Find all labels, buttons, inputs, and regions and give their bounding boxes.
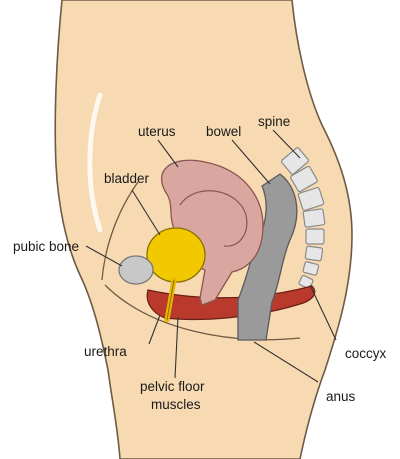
coccyx-bone <box>298 274 314 290</box>
pelvic-floor-label-line2: muscles <box>151 397 201 412</box>
pubic-bone <box>118 255 154 285</box>
bladder <box>146 227 206 283</box>
groin-fold-line <box>101 181 139 281</box>
coccyx-leader <box>309 284 337 341</box>
uterus <box>161 159 264 306</box>
vertebra <box>281 147 309 175</box>
vertebra <box>304 245 324 262</box>
leader-lines <box>85 129 337 383</box>
uterus-cavity <box>179 190 248 247</box>
spine <box>281 147 326 290</box>
bowel-leader <box>231 139 271 185</box>
bowel-label: bowel <box>206 124 241 139</box>
uterus-label: uterus <box>138 124 176 139</box>
vertebra <box>297 186 325 212</box>
vertebra <box>302 261 320 276</box>
coccyx-label: coccyx <box>345 346 387 361</box>
bladder-leader <box>131 189 161 236</box>
spine-label: spine <box>258 114 290 129</box>
pubic-bone-leader <box>85 245 123 267</box>
uterus-leader <box>157 139 179 168</box>
pelvic-floor-leader <box>174 316 179 379</box>
bladder-label: bladder <box>104 171 150 186</box>
skin-highlight <box>87 92 103 233</box>
spine-leader <box>272 129 301 159</box>
anus-label: anus <box>326 389 356 404</box>
anus-leader <box>253 341 319 383</box>
urethra-tube-outline <box>166 279 175 321</box>
urethra-leader <box>148 314 161 345</box>
pelvic-floor-label-line1: pelvic floor <box>140 379 205 394</box>
pubic-bone-label: pubic bone <box>13 239 79 254</box>
vertebra <box>302 208 326 228</box>
vertebra <box>290 165 318 193</box>
urethra-label: urethra <box>84 344 127 359</box>
leg-crease-line <box>104 284 301 341</box>
vertebra <box>305 228 325 245</box>
